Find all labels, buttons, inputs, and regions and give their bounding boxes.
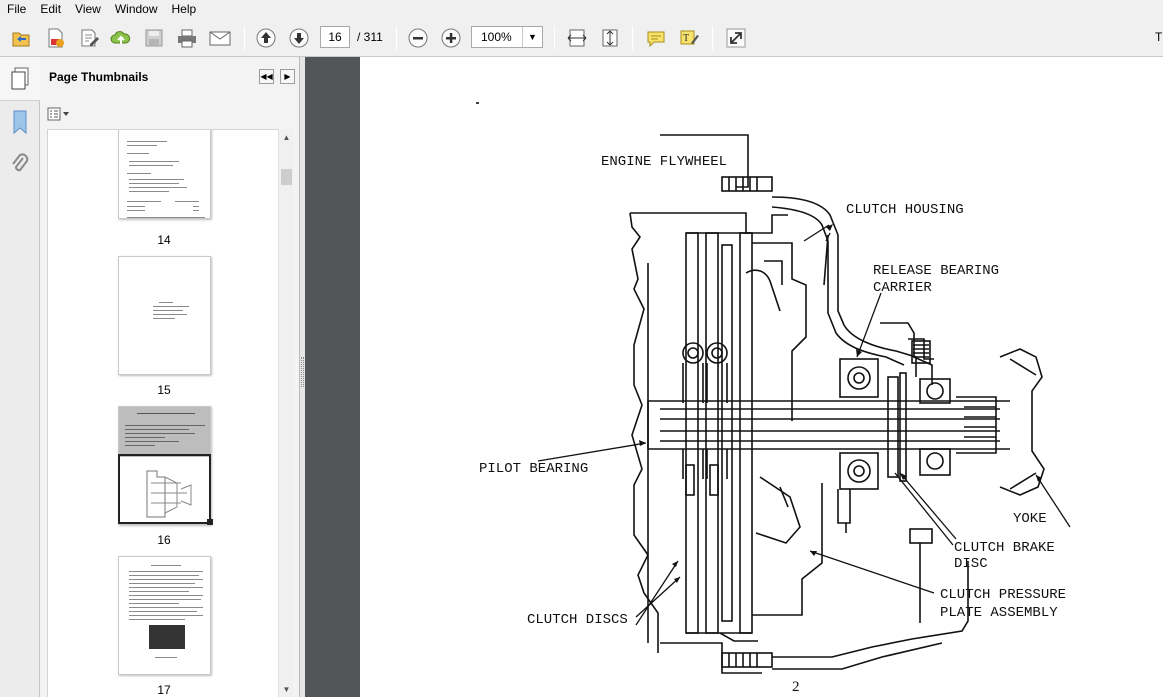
pdf-page: ENGINE FLYWHEEL CLUTCH HOUSING RELEASE B… — [360, 57, 1163, 697]
menu-view[interactable]: View — [75, 2, 101, 16]
panel-splitter[interactable] — [300, 57, 305, 697]
thumbnail-page-14[interactable] — [118, 130, 211, 219]
page-number-input[interactable] — [320, 26, 350, 48]
thumbnail-label: 16 — [157, 533, 171, 547]
thumbnail-list: 14 15 — [47, 129, 285, 697]
pages-icon — [11, 67, 29, 89]
create-pdf-icon[interactable] — [42, 25, 68, 51]
next-page-icon[interactable] — [286, 25, 312, 51]
splitter-grip — [301, 357, 304, 387]
zoom-out-icon[interactable] — [405, 25, 431, 51]
scroll-up-icon[interactable]: ▲ — [282, 132, 291, 142]
viewport-resize-handle[interactable] — [207, 519, 213, 525]
open-file-icon[interactable] — [8, 25, 34, 51]
scrollbar-thumb[interactable] — [281, 169, 292, 185]
navigation-strip — [0, 57, 40, 697]
toolbar-separator — [244, 26, 245, 50]
expand-panel-icon[interactable]: ▶ — [280, 69, 295, 84]
fit-page-icon[interactable] — [597, 25, 623, 51]
zoom-in-icon[interactable] — [438, 25, 464, 51]
pages-panel-tab[interactable] — [0, 57, 40, 101]
options-icon — [47, 107, 69, 121]
expand-icon[interactable] — [723, 25, 749, 51]
thumbnail-label: 17 — [157, 683, 171, 697]
highlight-text-icon[interactable]: T — [676, 25, 702, 51]
print-icon[interactable] — [174, 25, 200, 51]
toolbar-separator — [712, 26, 713, 50]
thumbnail-label: 15 — [157, 383, 171, 397]
fit-width-icon[interactable] — [564, 25, 590, 51]
label-clutch-discs: CLUTCH DISCS — [527, 612, 628, 628]
label-release-bearing: RELEASE BEARING — [873, 263, 999, 279]
thumbnail-scrollbar[interactable]: ▲ ▼ — [278, 129, 293, 697]
zoom-value: 100% — [481, 30, 512, 44]
toolbar-edge-label: T — [1155, 30, 1163, 44]
label-clutch-pressure-plate: PLATE ASSEMBLY — [940, 605, 1058, 621]
menu-bar: File Edit View Window Help — [0, 0, 1163, 18]
menu-edit[interactable]: Edit — [40, 2, 62, 16]
thumbnail-page-17[interactable] — [118, 556, 211, 675]
menu-help[interactable]: Help — [171, 2, 197, 16]
thumbnail-page-15[interactable] — [118, 256, 211, 375]
toolbar-separator — [554, 26, 555, 50]
edit-document-icon[interactable] — [76, 25, 102, 51]
clutch-diagram: ENGINE FLYWHEEL CLUTCH HOUSING RELEASE B… — [476, 102, 1071, 695]
bookmark-icon[interactable] — [9, 109, 31, 135]
thumbnail-page-16[interactable] — [118, 406, 211, 525]
previous-page-icon[interactable] — [253, 25, 279, 51]
scroll-down-icon[interactable]: ▼ — [282, 684, 291, 694]
thumbnail-viewport-rect[interactable] — [118, 454, 211, 524]
save-icon[interactable] — [141, 25, 167, 51]
email-icon[interactable] — [207, 25, 233, 51]
label-clutch-housing: CLUTCH HOUSING — [846, 202, 964, 218]
page-number: 2 — [792, 679, 800, 695]
zoom-select[interactable]: 100% ▼ — [471, 26, 543, 48]
thumbnail-options-button[interactable] — [47, 106, 71, 122]
chevron-down-icon[interactable]: ▼ — [522, 27, 542, 47]
thumbnails-panel: Page Thumbnails ◀◀ ▶ — [40, 57, 300, 697]
svg-text:T: T — [683, 33, 689, 44]
label-clutch-pressure: CLUTCH PRESSURE — [940, 587, 1066, 603]
panel-title: Page Thumbnails — [49, 70, 149, 84]
upload-cloud-icon[interactable] — [108, 25, 134, 51]
collapse-panel-icon[interactable]: ◀◀ — [259, 69, 274, 84]
page-total: / 311 — [357, 30, 383, 44]
attachment-icon[interactable] — [9, 152, 31, 178]
toolbar-separator — [632, 26, 633, 50]
toolbar-separator — [396, 26, 397, 50]
thumbnail-label: 14 — [157, 233, 171, 247]
label-clutch-brake-disc: DISC — [954, 556, 988, 572]
label-pilot-bearing: PILOT BEARING — [479, 461, 588, 477]
comment-icon[interactable] — [643, 25, 669, 51]
label-yoke: YOKE — [1013, 511, 1047, 527]
label-clutch-brake: CLUTCH BRAKE — [954, 540, 1055, 556]
menu-file[interactable]: File — [7, 2, 27, 16]
label-release-bearing-carrier: CARRIER — [873, 280, 932, 296]
label-engine-flywheel: ENGINE FLYWHEEL — [601, 154, 727, 170]
menu-window[interactable]: Window — [114, 2, 158, 16]
toolbar: / 311 100% ▼ T T — [0, 18, 1163, 57]
document-view[interactable]: ENGINE FLYWHEEL CLUTCH HOUSING RELEASE B… — [305, 57, 1163, 697]
